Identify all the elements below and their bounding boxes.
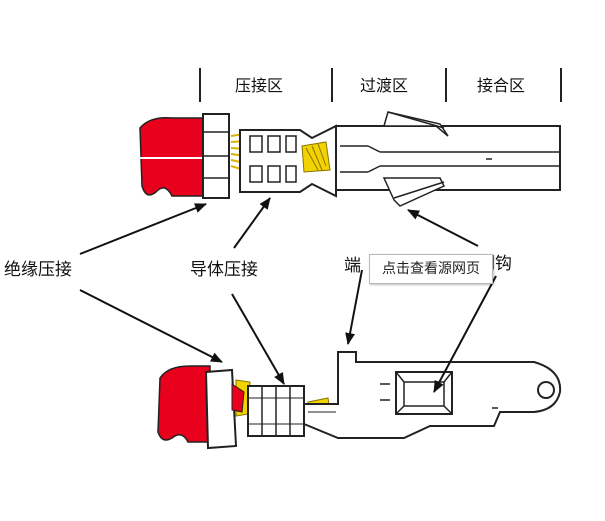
arrow-hook-bottom [433, 275, 497, 393]
arrow-insulation-top [79, 203, 207, 255]
top-terminal [139, 111, 561, 207]
bottom-insulation-ferrule [204, 368, 238, 450]
top-insulation [139, 116, 206, 197]
callout-arrows [79, 197, 497, 393]
arrow-conductor-top [233, 197, 271, 249]
arrow-hook-top [407, 209, 479, 247]
view-source-tooltip[interactable]: 点击查看源网页 [369, 254, 493, 284]
zone-label-transition: 过渡区 [360, 76, 409, 95]
zone-label-crimp: 压接区 [235, 76, 284, 95]
top-crimp-body [239, 124, 337, 198]
label-conductor-crimp: 导体压接 [190, 260, 258, 280]
label-terminal: 端 [344, 256, 361, 276]
zone-dividers [199, 68, 562, 102]
bottom-ring-hole [537, 381, 555, 399]
top-conductor-strands [301, 141, 331, 173]
label-insulation-crimp: 绝缘压接 [4, 260, 72, 280]
top-mating-body [335, 125, 561, 191]
bottom-insulation [157, 365, 211, 443]
arrow-conductor-bottom [231, 293, 285, 385]
zone-label-mating: 接合区 [477, 76, 526, 95]
arrow-insulation-bottom [79, 289, 223, 363]
bottom-terminal [157, 351, 562, 450]
arrow-terminal [345, 269, 363, 345]
